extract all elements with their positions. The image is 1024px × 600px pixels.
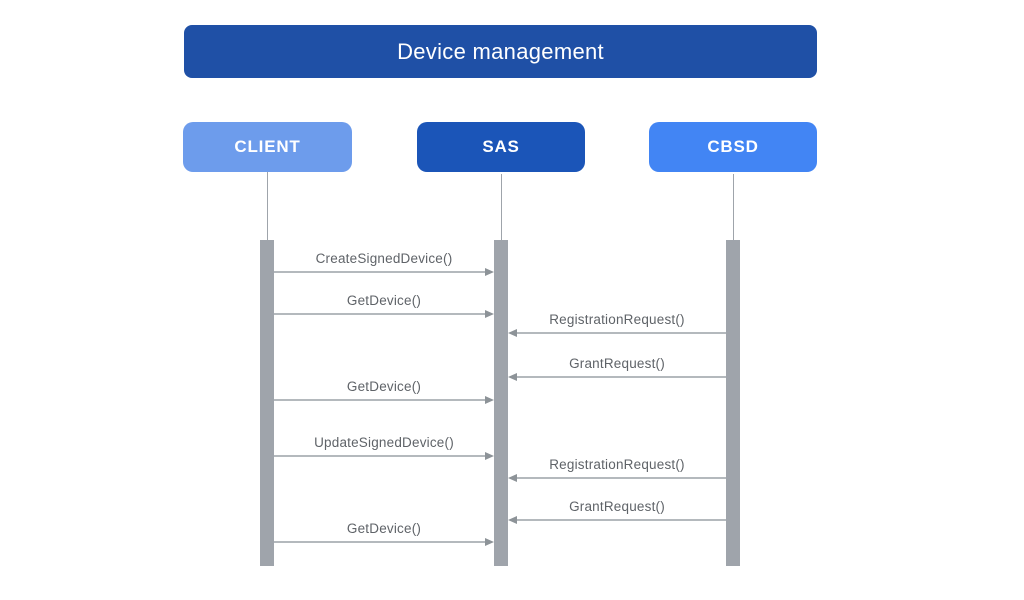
message-arrow-line [274, 455, 486, 457]
message-arrowhead [485, 395, 494, 404]
message-label: UpdateSignedDevice() [314, 435, 454, 450]
message-arrow-line [274, 399, 486, 401]
message-label: RegistrationRequest() [549, 312, 685, 327]
activation-bar-client [260, 240, 274, 566]
message-arrowhead [508, 328, 517, 337]
actor-box-sas: SAS [417, 122, 585, 172]
actor-box-client: CLIENT [183, 122, 352, 172]
message-arrowhead [508, 372, 517, 381]
message-label: RegistrationRequest() [549, 457, 685, 472]
message-label: GetDevice() [346, 521, 422, 536]
message-label: CreateSignedDevice() [315, 251, 453, 266]
message-label: GrantRequest() [569, 499, 665, 514]
message-label: GrantRequest() [569, 356, 665, 371]
activation-bar-cbsd [726, 240, 740, 566]
message-arrowhead [485, 451, 494, 460]
message-label: GetDevice() [346, 293, 422, 308]
diagram-title: Device management [184, 25, 817, 78]
message-arrow-line [274, 271, 486, 273]
message-label: GetDevice() [346, 379, 422, 394]
message-arrow-line [274, 313, 486, 315]
message-arrowhead [485, 309, 494, 318]
message-arrow-line [516, 519, 726, 521]
message-arrowhead [508, 515, 517, 524]
lifeline-sas [501, 174, 502, 240]
message-arrow-line [516, 376, 726, 378]
message-arrowhead [508, 473, 517, 482]
message-arrow-line [516, 477, 726, 479]
activation-bar-sas [494, 240, 508, 566]
actor-box-cbsd: CBSD [649, 122, 817, 172]
lifeline-client [267, 172, 268, 240]
message-arrowhead [485, 537, 494, 546]
message-arrowhead [485, 267, 494, 276]
lifeline-cbsd [733, 174, 734, 240]
message-arrow-line [274, 541, 486, 543]
message-arrow-line [516, 332, 726, 334]
